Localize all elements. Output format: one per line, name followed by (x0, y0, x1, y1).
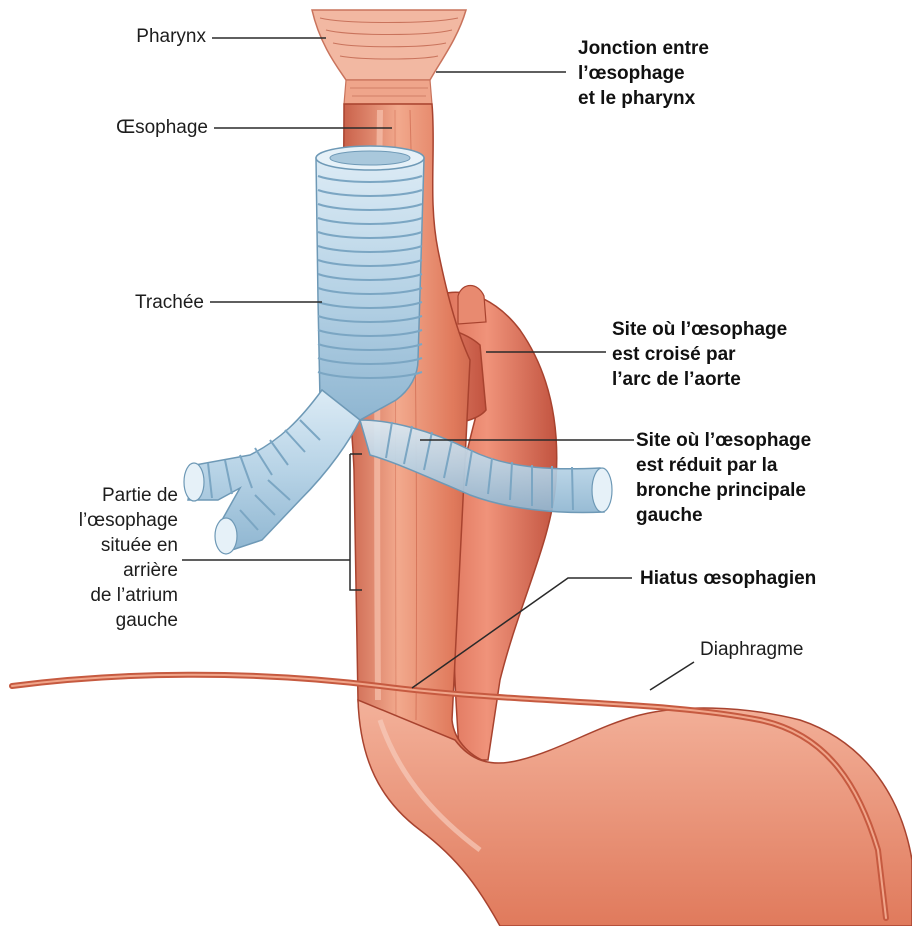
label-oesophage: Œsophage (56, 115, 208, 140)
label-aorte: Site où l’œsophage est croisé par l’arc … (612, 317, 787, 392)
label-pharynx: Pharynx (70, 24, 206, 49)
label-atrium: Partie de l’œsophage située en arrière d… (20, 483, 178, 633)
label-bronche: Site où l’œsophage est réduit par la bro… (636, 428, 811, 528)
label-jonction: Jonction entre l’œsophage et le pharynx (578, 36, 709, 111)
trachea-shape (316, 146, 424, 420)
leader-diaphragme (650, 662, 694, 690)
label-hiatus: Hiatus œsophagien (640, 566, 816, 591)
label-diaphragme: Diaphragme (700, 637, 804, 662)
label-trachee: Trachée (70, 290, 204, 315)
right-bronchus-shape (184, 390, 360, 554)
pharynx-shape (312, 10, 466, 104)
stomach-shape (358, 700, 912, 926)
